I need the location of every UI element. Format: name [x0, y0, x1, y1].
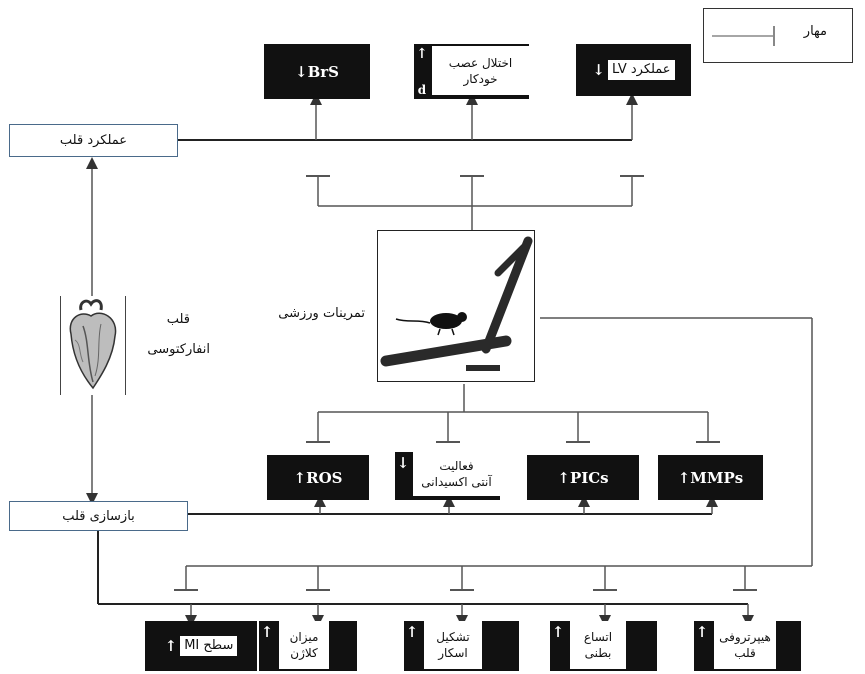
ros-box: ↑ROS	[267, 455, 369, 500]
antioxidant-activity-box: ↓ فعالیت آنتی اکسیدانی	[395, 452, 500, 500]
collagen-line2: کلاژن	[279, 645, 329, 661]
autonomic-dysfunction-box: ↑ d اختلال عصب خودکار	[414, 44, 529, 99]
collagen-box: ↑ میزان کلاژن	[259, 621, 357, 671]
autonomic-fragment: d	[414, 83, 430, 97]
antioxidant-line1: فعالیت	[413, 458, 500, 474]
cardiac-hypertrophy-box: ↑ هیپرتروفی قلب	[694, 621, 801, 671]
hypertrophy-line1: هیپرتروفی	[714, 629, 776, 645]
autonomic-line2: خودکار	[432, 71, 529, 87]
heart-label-line1: قلب	[140, 310, 190, 330]
up-arrow-icon: ↑	[550, 621, 566, 671]
hypertrophy-line2: قلب	[714, 645, 776, 661]
treadmill-rat-icon	[378, 231, 533, 380]
scar-formation-box: ↑ تشکیل اسکار	[404, 621, 519, 671]
infarcted-heart-icon	[61, 296, 125, 395]
cardiac-remodeling-box: بازسازی قلب	[9, 501, 188, 531]
heart-image	[60, 296, 126, 395]
treadmill-image	[377, 230, 535, 382]
pics-box: ↑PICs	[527, 455, 639, 500]
down-arrow-icon: ↓	[395, 452, 411, 500]
dilation-line2: بطنی	[570, 645, 626, 661]
down-arrow-icon: ↓	[592, 61, 605, 79]
scar-line2: اسکار	[424, 645, 482, 661]
up-arrow-icon: ↑	[414, 46, 430, 62]
brs-box: ↓BrS	[264, 44, 370, 99]
up-arrow-icon: ↑	[165, 637, 178, 655]
mmps-box: ↑MMPs	[658, 455, 763, 500]
mi-level-label: سطح MI	[180, 636, 237, 656]
autonomic-line1: اختلال عصب	[432, 55, 529, 71]
legend-box	[703, 8, 853, 63]
legend-label: مهار	[782, 22, 827, 42]
antioxidant-line2: آنتی اکسیدانی	[413, 474, 500, 490]
mi-level-box: ↑ سطح MI	[145, 621, 257, 671]
ventricular-dilation-box: ↑ اتساع بطنی	[550, 621, 657, 671]
up-arrow-icon: ↑	[404, 621, 420, 671]
cardiac-function-box: عملکرد قلب	[9, 124, 178, 157]
up-arrow-icon: ↑	[259, 621, 275, 671]
collagen-line1: میزان	[279, 629, 329, 645]
up-arrow-icon: ↑	[694, 621, 710, 671]
exercise-label: تمرینات ورزشی	[255, 304, 365, 324]
lv-function-box: ↓ عملکرد LV	[576, 44, 691, 96]
scar-line1: تشکیل	[424, 629, 482, 645]
heart-label-line2: انفارکتوسی	[130, 340, 210, 360]
lv-function-label: عملکرد LV	[608, 60, 675, 80]
dilation-line1: اتساع	[570, 629, 626, 645]
